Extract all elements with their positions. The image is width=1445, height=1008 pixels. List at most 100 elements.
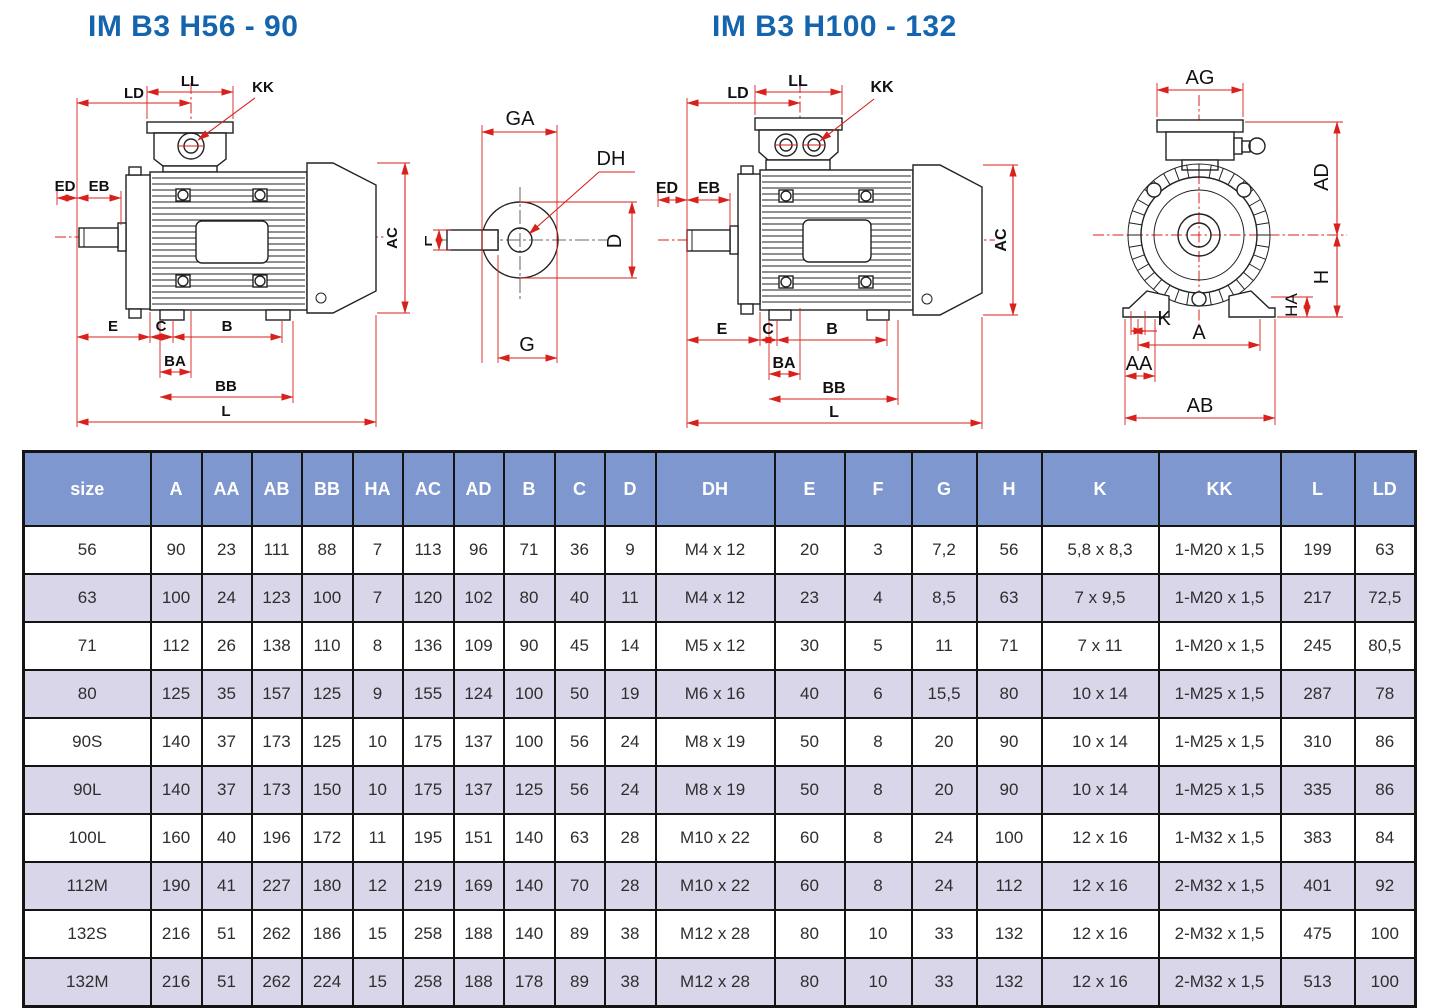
table-cell: 100 (502, 717, 556, 767)
dim-label-ac: AC (993, 228, 1010, 252)
table-cell: 125 (300, 717, 354, 767)
table-cell: M8 x 19 (654, 765, 776, 815)
dim-label-ab: AB (1187, 395, 1214, 417)
table-cell: 84 (1353, 813, 1417, 863)
table-cell: 7 (351, 525, 404, 575)
table-cell: 80 (502, 573, 556, 623)
table-cell: 140 (502, 909, 556, 959)
table-cell: 5,8 x 8,3 (1040, 525, 1160, 575)
dim-label-ad: AD (1311, 163, 1333, 191)
table-cell: M6 x 16 (654, 669, 776, 719)
dim-label-kk: KK (252, 79, 274, 96)
table-cell: 40 (200, 813, 253, 863)
dimension-lines: GA DH F D G (425, 108, 637, 363)
table-cell: 138 (250, 621, 303, 671)
column-header-l: L (1279, 450, 1356, 527)
dim-label-ag: AG (1186, 67, 1215, 89)
motor-side-view (658, 82, 995, 321)
table-cell: 8 (843, 813, 913, 863)
column-header-c: C (553, 450, 606, 527)
mounting-lug-hole (1146, 182, 1162, 198)
table-cell: 35 (200, 669, 253, 719)
mounting-lug-hole (1236, 182, 1252, 198)
page-title-left: IM B3 H56 - 90 (88, 10, 299, 43)
table-cell: 140 (502, 813, 556, 863)
table-cell: 89 (553, 957, 606, 1008)
table-cell: 51 (200, 957, 253, 1008)
table-cell: 132 (975, 957, 1043, 1008)
table-cell: 56 (553, 765, 606, 815)
table-cell: 125 (300, 669, 354, 719)
table-cell: 513 (1279, 957, 1356, 1008)
dim-label-ac: AC (384, 227, 401, 249)
table-cell: 140 (502, 861, 556, 911)
table-cell: 56 (22, 525, 152, 575)
table-cell: 80,5 (1353, 621, 1417, 671)
dim-label-ba: BA (772, 355, 796, 372)
table-cell: 173 (250, 765, 303, 815)
table-cell: 113 (401, 525, 455, 575)
table-cell: 173 (250, 717, 303, 767)
table-cell: 137 (452, 717, 505, 767)
table-cell: 23 (200, 525, 253, 575)
table-cell: 10 x 14 (1040, 669, 1160, 719)
table-cell: 71 (975, 621, 1043, 671)
table-cell: 45 (553, 621, 606, 671)
table-cell: 50 (773, 717, 846, 767)
table-cell: 90 (149, 525, 203, 575)
table-cell: 10 (351, 717, 404, 767)
table-cell: 155 (401, 669, 455, 719)
table-cell: 70 (553, 861, 606, 911)
dim-label-ba: BA (164, 353, 186, 370)
table-cell: 63 (553, 813, 606, 863)
table-cell: 10 x 14 (1040, 717, 1160, 767)
table-cell: 8 (351, 621, 404, 671)
table-cell: 88 (300, 525, 354, 575)
dim-label-bb: BB (215, 378, 237, 395)
table-cell: 140 (149, 765, 203, 815)
dim-label-dh: DH (597, 148, 626, 170)
column-header-ab: AB (250, 450, 303, 527)
table-cell: 28 (603, 813, 657, 863)
table-cell: 383 (1279, 813, 1356, 863)
table-cell: 24 (910, 861, 978, 911)
table-cell: 11 (910, 621, 978, 671)
table-cell: 15 (351, 909, 404, 959)
dim-label-e: E (108, 318, 118, 335)
table-cell: 188 (452, 909, 505, 959)
table-cell: 310 (1279, 717, 1356, 767)
dim-label-d: D (604, 234, 626, 248)
table-cell: 100 (149, 573, 203, 623)
table-cell: 7,2 (910, 525, 978, 575)
dim-label-bb: BB (822, 380, 845, 397)
column-header-ac: AC (401, 450, 455, 527)
table-cell: 136 (401, 621, 455, 671)
shaft-end-view (437, 187, 607, 300)
table-cell: 50 (553, 669, 606, 719)
table-cell: 216 (149, 957, 203, 1008)
front-view-drawing: AG AD H HA K A AA AB (1093, 67, 1347, 425)
table-cell: 37 (200, 717, 253, 767)
table-cell: 41 (200, 861, 253, 911)
dim-label-ed: ED (55, 178, 76, 195)
table-cell: 11 (351, 813, 404, 863)
dim-label-k: K (1157, 308, 1171, 330)
table-cell: 100 (1353, 957, 1417, 1008)
table-cell: M4 x 12 (654, 525, 776, 575)
table-cell: 287 (1279, 669, 1356, 719)
motor-front-view (1093, 95, 1347, 327)
table-cell: 24 (603, 717, 657, 767)
table-cell: 151 (452, 813, 505, 863)
table-cell: 80 (22, 669, 152, 719)
table-cell: 12 x 16 (1040, 957, 1160, 1008)
dim-label-aa: AA (1126, 353, 1153, 375)
foot-left (1122, 290, 1170, 318)
table-cell: 60 (773, 813, 846, 863)
table-cell: M5 x 12 (654, 621, 776, 671)
dim-label-h: H (1311, 270, 1333, 284)
table-cell: 9 (603, 525, 657, 575)
